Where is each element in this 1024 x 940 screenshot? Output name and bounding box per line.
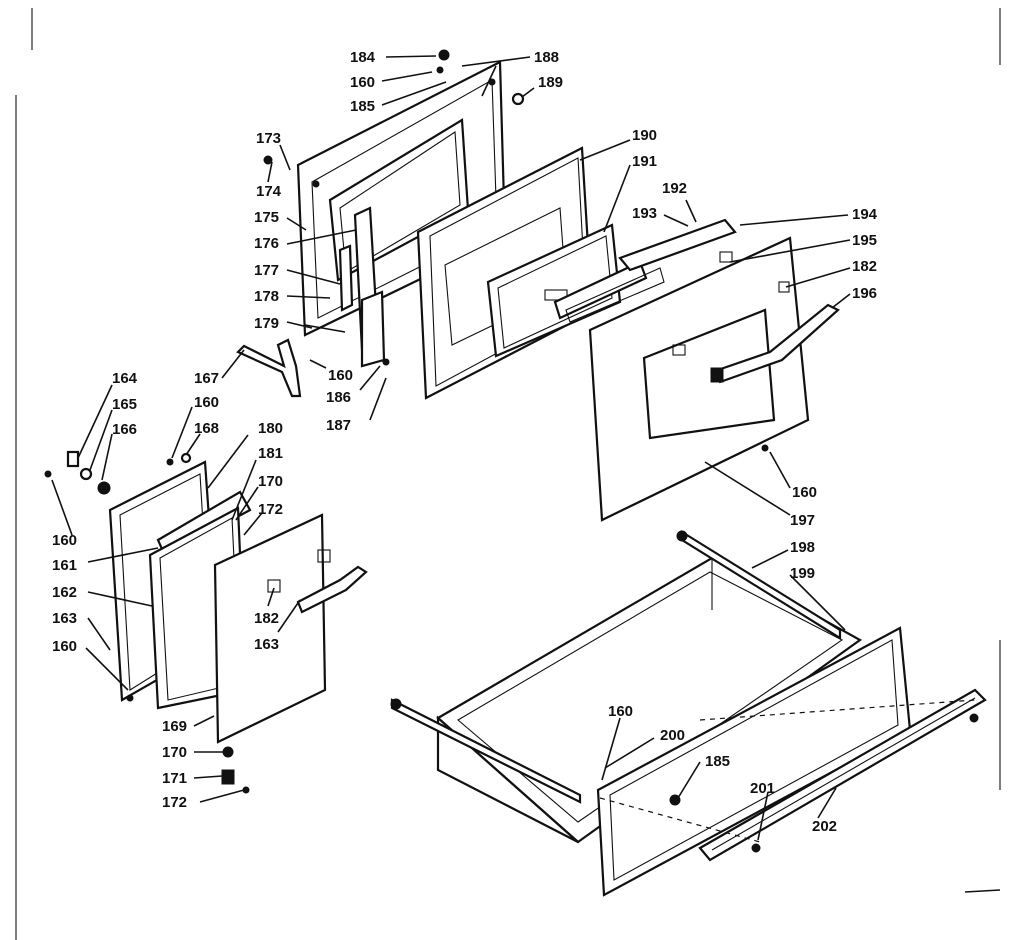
label-194: 194 xyxy=(852,206,878,223)
label-195: 195 xyxy=(852,232,877,249)
broiler-door-outer-panel xyxy=(213,513,331,744)
assembly-dash-line xyxy=(599,797,761,843)
broiler-door-handle xyxy=(296,565,368,614)
label-199: 199 xyxy=(790,565,815,582)
label-168: 168 xyxy=(194,420,219,437)
label-170: 170 xyxy=(258,473,283,490)
label-180: 180 xyxy=(258,420,283,437)
label-160: 160 xyxy=(328,367,353,384)
label-163: 163 xyxy=(254,636,279,653)
label-165: 165 xyxy=(112,396,137,413)
label-166: 166 xyxy=(112,421,137,438)
label-160: 160 xyxy=(792,484,817,501)
label-202: 202 xyxy=(812,818,837,835)
hinge-hardware xyxy=(44,450,111,495)
label-190: 190 xyxy=(632,127,657,144)
label-189: 189 xyxy=(538,74,563,91)
label-170: 170 xyxy=(162,744,187,761)
leader-lines xyxy=(51,49,851,841)
label-174: 174 xyxy=(256,183,282,200)
oven-window-assembly xyxy=(486,223,665,358)
label-182: 182 xyxy=(254,610,279,627)
label-198: 198 xyxy=(790,539,815,556)
drawer-rail-left xyxy=(390,698,582,804)
label-188: 188 xyxy=(534,49,559,66)
label-167: 167 xyxy=(194,370,219,387)
label-161: 161 xyxy=(52,557,77,574)
label-185: 185 xyxy=(350,98,375,115)
scan-edge-mark xyxy=(964,889,1001,893)
label-185: 185 xyxy=(705,753,730,770)
label-169: 169 xyxy=(162,718,187,735)
label-184: 184 xyxy=(350,49,376,66)
part-number-labels: 184 188 160 189 185 190 191 192 193 194 … xyxy=(52,49,878,835)
oven-door-outer-panel xyxy=(588,236,810,522)
label-160: 160 xyxy=(194,394,219,411)
label-192: 192 xyxy=(662,180,687,197)
label-164: 164 xyxy=(112,370,138,387)
label-163: 163 xyxy=(52,610,77,627)
label-175: 175 xyxy=(254,209,279,226)
door-glass-frame xyxy=(618,218,737,272)
label-187: 187 xyxy=(326,417,351,434)
drawer-slide-rail xyxy=(698,688,987,862)
label-173: 173 xyxy=(256,130,281,147)
label-181: 181 xyxy=(258,445,283,462)
drawer-rail-back xyxy=(676,530,842,640)
label-171: 171 xyxy=(162,770,187,787)
label-200: 200 xyxy=(660,727,685,744)
label-196: 196 xyxy=(852,285,877,302)
door-hinge-brackets xyxy=(304,206,386,368)
door-hinge xyxy=(236,338,302,398)
label-177: 177 xyxy=(254,262,279,279)
label-182: 182 xyxy=(852,258,877,275)
label-191: 191 xyxy=(632,153,657,170)
label-172: 172 xyxy=(162,794,187,811)
label-193: 193 xyxy=(632,205,657,222)
label-186: 186 xyxy=(326,389,351,406)
label-178: 178 xyxy=(254,288,279,305)
label-179: 179 xyxy=(254,315,279,332)
label-176: 176 xyxy=(254,235,279,252)
label-162: 162 xyxy=(52,584,77,601)
label-160: 160 xyxy=(52,638,77,655)
foot-hardware xyxy=(126,694,250,794)
label-197: 197 xyxy=(790,512,815,529)
label-172: 172 xyxy=(258,501,283,518)
oven-door-handle xyxy=(710,303,840,384)
label-160: 160 xyxy=(52,532,77,549)
label-160: 160 xyxy=(350,74,375,91)
label-160: 160 xyxy=(608,703,633,720)
label-201: 201 xyxy=(750,780,775,797)
